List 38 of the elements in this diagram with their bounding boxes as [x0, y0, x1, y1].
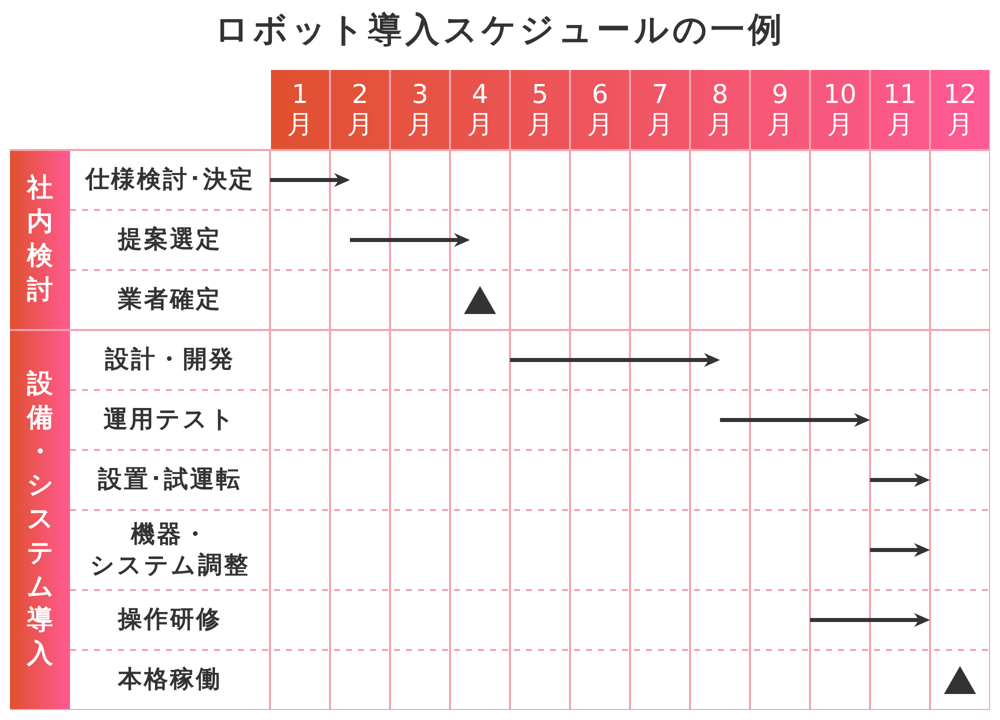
month-header [391, 70, 449, 149]
month-header [751, 70, 809, 149]
category-label: 設備・システム導入 [27, 368, 53, 672]
month-label: 6月 [586, 80, 614, 140]
month-header [871, 70, 929, 149]
month-header [811, 70, 869, 149]
month-label: 4月 [466, 80, 494, 140]
task-label: 本格稼働 [118, 664, 222, 696]
month-label: 8月 [706, 80, 734, 140]
month-label: 3月 [406, 80, 434, 140]
month-header [631, 70, 689, 149]
chart-title: ロボット導入スケジュールの一例 [214, 8, 786, 52]
month-header [271, 70, 329, 149]
month-label: 11月 [882, 80, 918, 140]
category-band [10, 151, 70, 329]
month-header [511, 70, 569, 149]
task-label: 操作研修 [118, 604, 222, 636]
month-label: 10月 [822, 80, 858, 140]
month-label: 7月 [646, 80, 674, 140]
month-header [451, 70, 509, 149]
task-label: 設置･試運転 [98, 464, 242, 496]
month-header [931, 70, 989, 149]
month-header [571, 70, 629, 149]
task-label: 仕様検討･決定 [85, 164, 255, 196]
task-label: 提案選定 [118, 224, 222, 256]
category-band [10, 331, 70, 709]
month-label: 1月 [286, 80, 314, 140]
month-header [691, 70, 749, 149]
month-label: 12月 [942, 80, 978, 140]
month-label: 5月 [526, 80, 554, 140]
task-label: 設計・開発 [105, 344, 235, 376]
task-label: 運用テスト [104, 404, 236, 436]
month-label: 9月 [766, 80, 794, 140]
task-label: 機器・システム調整 [74, 518, 266, 582]
task-label: 業者確定 [118, 284, 222, 316]
category-label: 社内検討 [27, 172, 53, 307]
month-label: 2月 [346, 80, 374, 140]
month-header [331, 70, 389, 149]
